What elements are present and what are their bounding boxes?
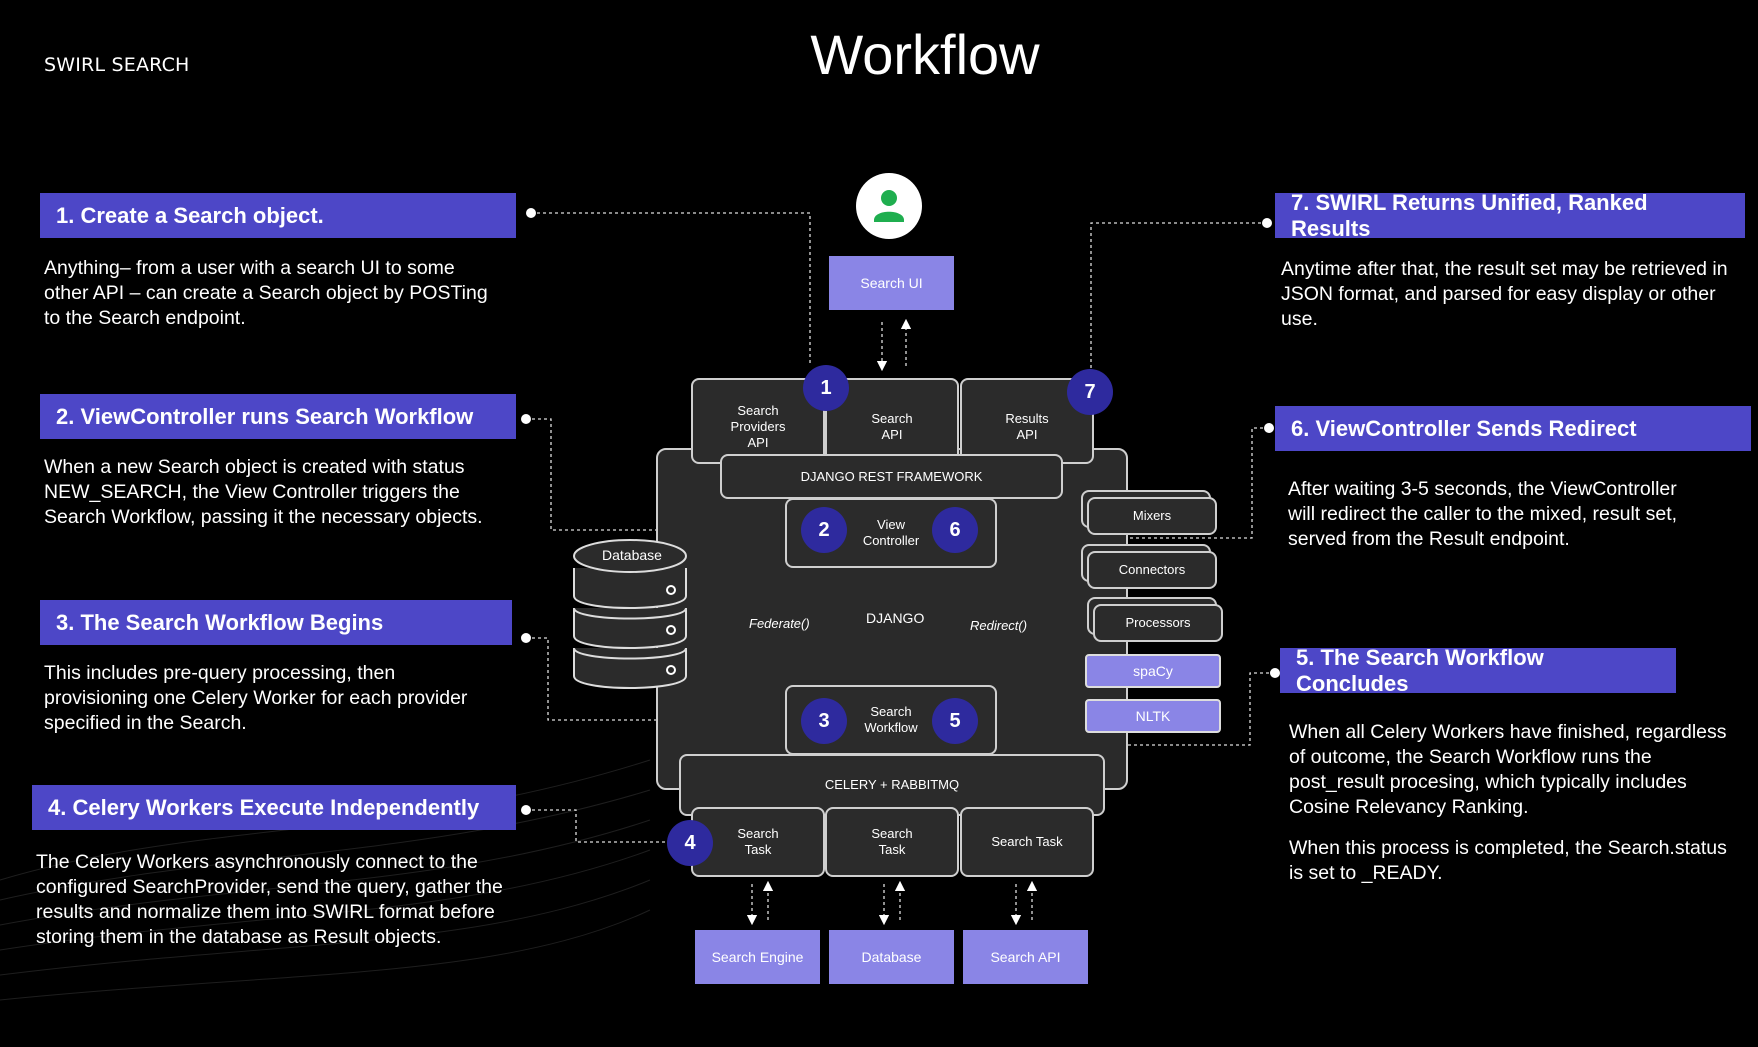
step-7-body: Anytime after that, the result set may b… <box>1281 258 1728 330</box>
step-2-heading: 2. ViewController runs Search Workflow <box>40 394 516 439</box>
brand-label: SWIRL SEARCH <box>44 54 190 76</box>
step-badge-5: 5 <box>932 698 978 744</box>
step-3-body: This includes pre-query processing, then… <box>44 662 468 734</box>
step-4-body: The Celery Workers asynchronously connec… <box>36 851 503 948</box>
step-1-body: Anything– from a user with a search UI t… <box>44 257 488 329</box>
step-7-heading: 7. SWIRL Returns Unified, Ranked Results <box>1275 190 1745 241</box>
bottom-database-box: Database <box>829 930 954 984</box>
step-5-body: When all Celery Workers have finished, r… <box>1289 721 1727 884</box>
step-2-body: When a new Search object is created with… <box>44 456 483 528</box>
step-3-heading: 3. The Search Workflow Begins <box>40 600 512 645</box>
redirect-label: Redirect() <box>970 618 1028 633</box>
search-ui-box: Search UI <box>829 256 954 310</box>
database-label: Database <box>602 547 662 563</box>
processors-box: Processors <box>1093 604 1223 642</box>
search-task-box: Search Task <box>691 807 825 877</box>
step-badge-1: 1 <box>803 365 849 411</box>
bottom-search-api-box: Search API <box>963 930 1088 984</box>
nltk-box: NLTK <box>1085 699 1221 733</box>
step-5-heading: 5. The Search Workflow Concludes <box>1280 645 1676 696</box>
step-1-heading: 1. Create a Search object. <box>40 193 516 238</box>
step-badge-4: 4 <box>667 820 713 866</box>
django-label: DJANGO <box>866 610 925 626</box>
user-avatar-icon <box>856 173 922 239</box>
step-4-heading: 4. Celery Workers Execute Independently <box>32 785 516 830</box>
search-providers-api-box: Search Providers API <box>691 378 825 464</box>
database-cylinder-icon <box>572 536 688 694</box>
step-badge-6: 6 <box>932 507 978 553</box>
page-title: Workflow <box>810 23 1040 86</box>
step-badge-7: 7 <box>1067 369 1113 415</box>
search-engine-box: Search Engine <box>695 930 820 984</box>
federate-label: Federate() <box>749 616 810 631</box>
spacy-box: spaCy <box>1085 654 1221 688</box>
mixers-box: Mixers <box>1087 497 1217 535</box>
connectors-box: Connectors <box>1087 551 1217 589</box>
step-badge-2: 2 <box>801 507 847 553</box>
step-badge-3: 3 <box>801 698 847 744</box>
django-rest-framework-box: DJANGO REST FRAMEWORK <box>720 454 1063 499</box>
step-6-heading: 6. ViewController Sends Redirect <box>1275 406 1751 451</box>
search-task-box: Search Task <box>960 807 1094 877</box>
search-task-box: Search Task <box>825 807 959 877</box>
step-6-body: After waiting 3-5 seconds, the ViewContr… <box>1288 478 1678 550</box>
